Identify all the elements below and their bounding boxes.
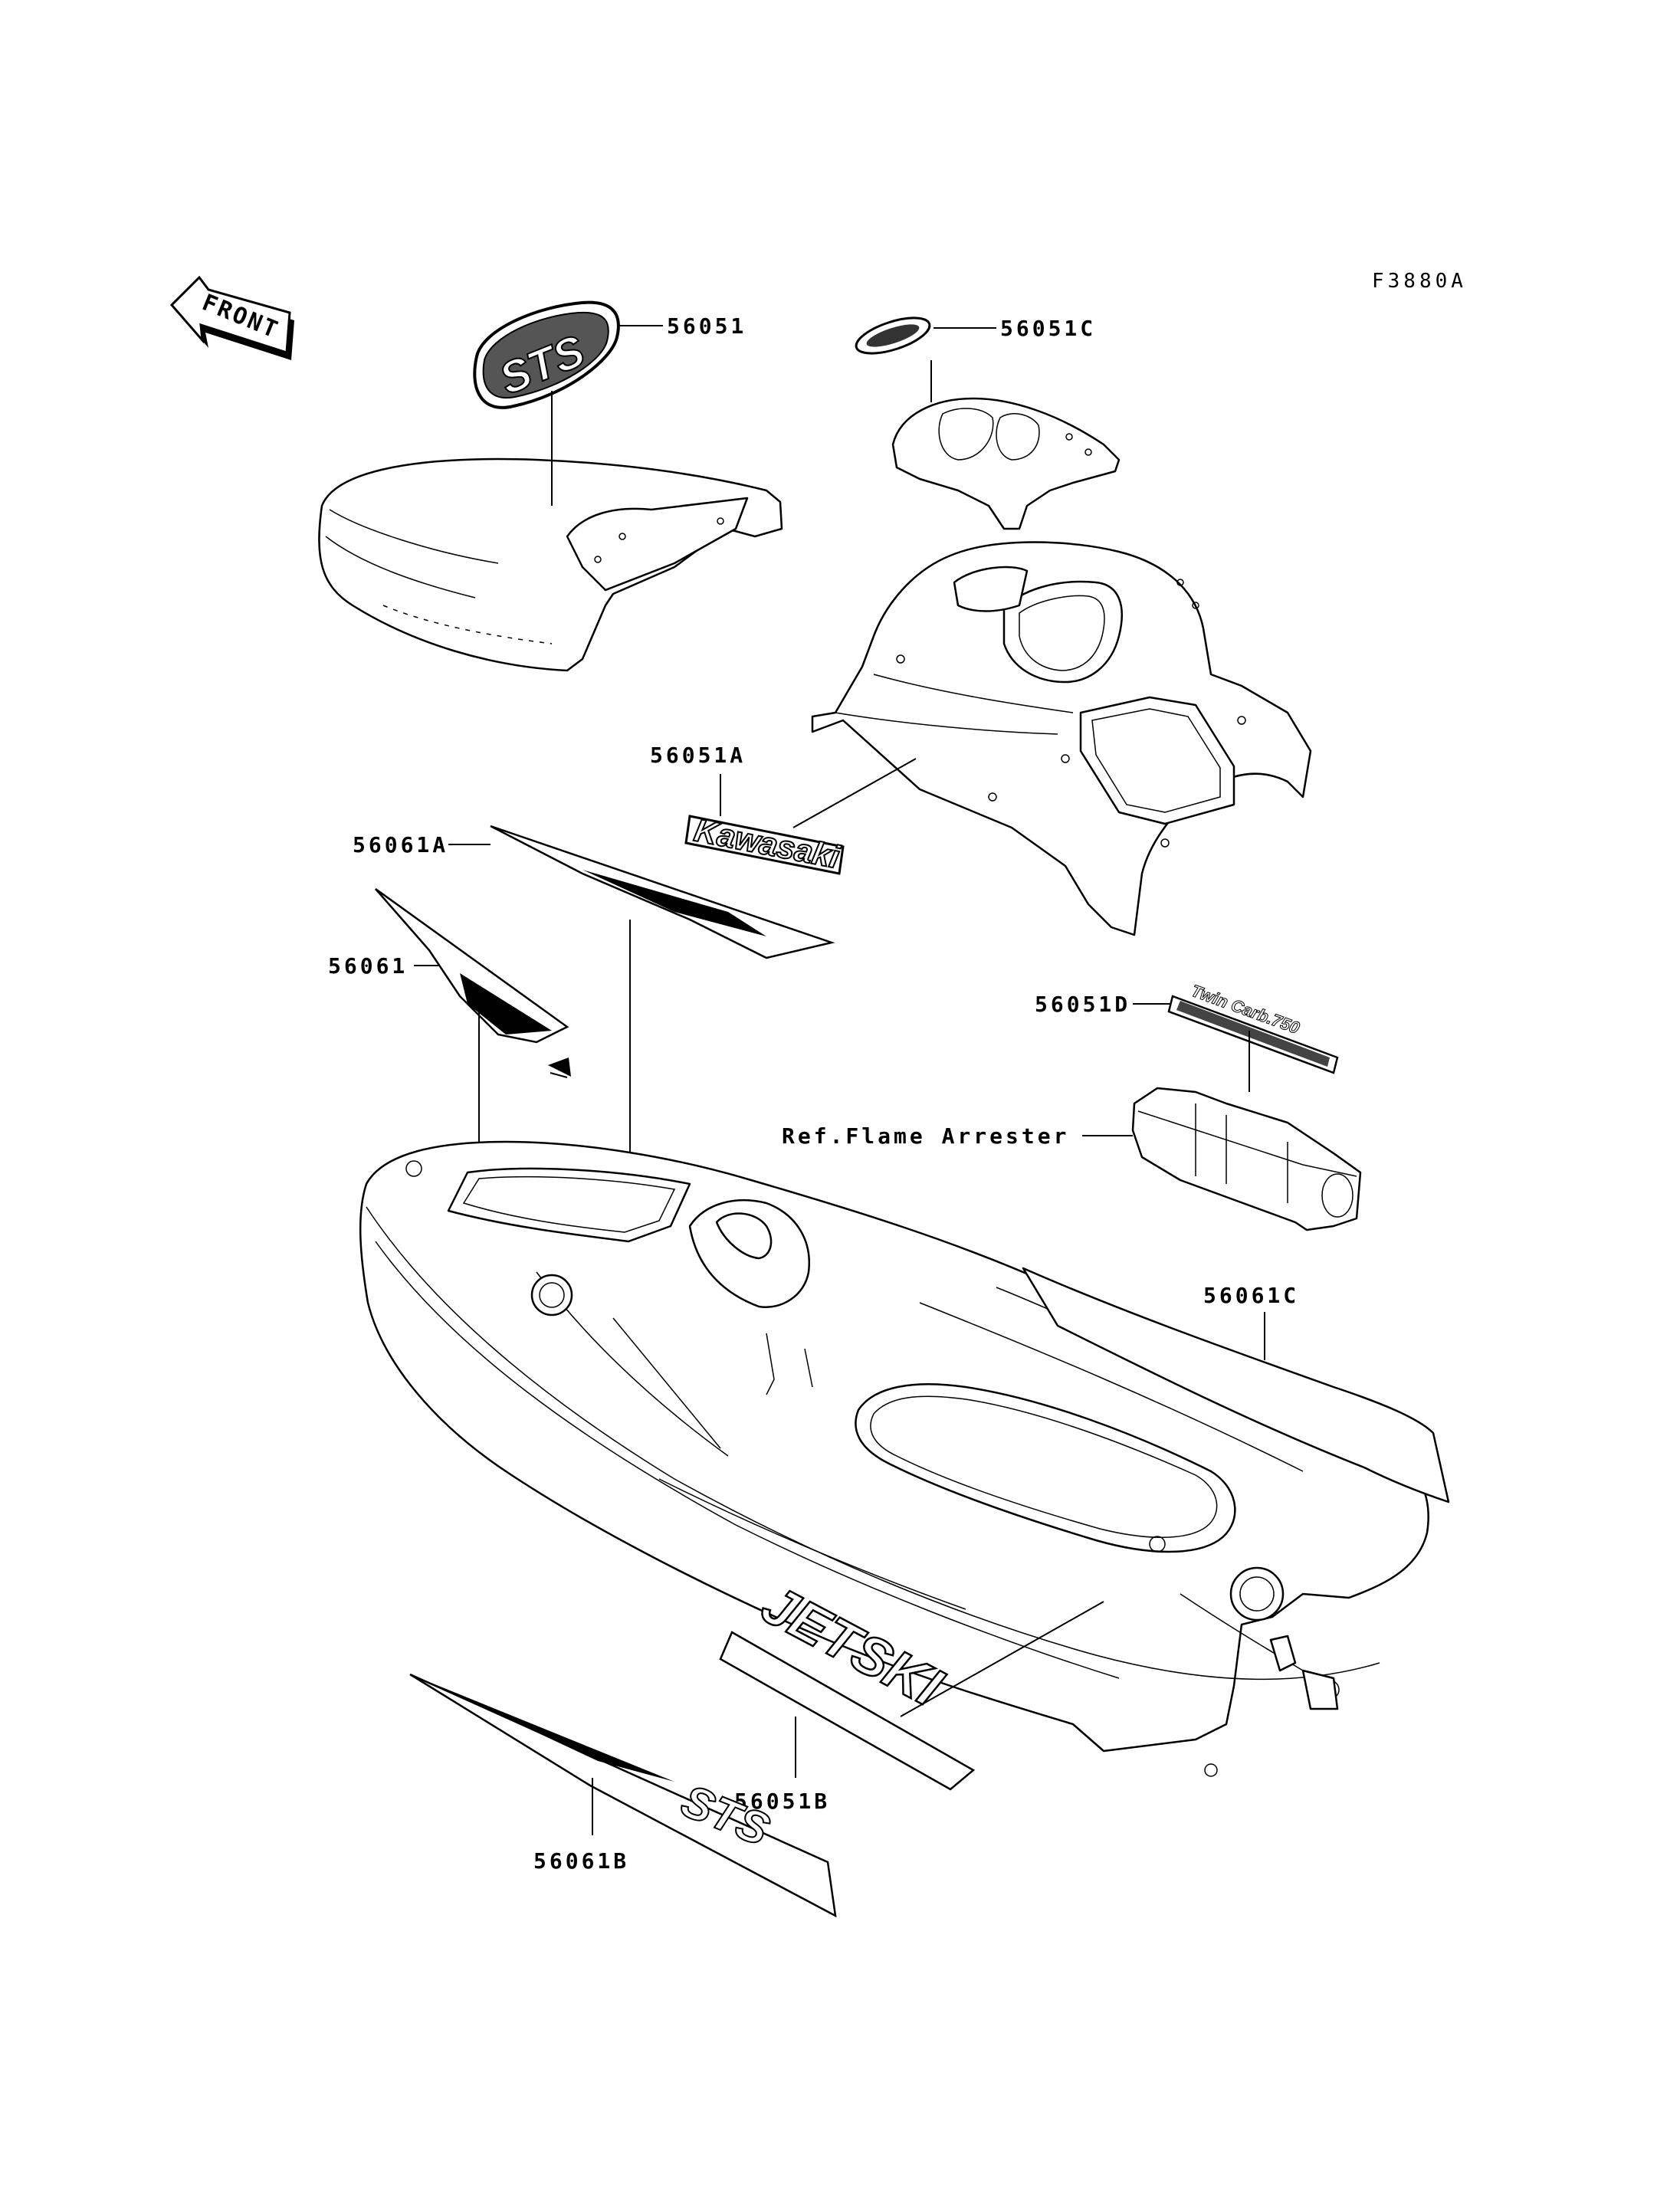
callout-56051: 56051 [667,313,746,339]
side-stripe-decal-56061c [1022,1267,1450,1503]
seat-part [318,457,783,672]
callout-56061a: 56061A [353,832,448,857]
callout-56051d: 56051D [1035,992,1130,1017]
twin-carb-decal: Twin Carb.750 [1167,980,1339,1074]
dash-cover-part [891,397,1121,530]
figure-code: F3880A [1372,270,1467,293]
flame-arrester-part [1131,1087,1362,1231]
stripe-decal-56061a [490,825,835,959]
callout-56051c: 56051C [1000,316,1096,341]
stripe-decal-56061 [375,887,571,1078]
small-oval-decal [855,316,931,355]
sts-oval-decal: STS [473,300,620,409]
callout-56061c: 56061C [1203,1283,1299,1308]
kawasaki-text: Kawasaki [691,812,843,875]
callout-56051a: 56051A [650,743,746,768]
callout-56061b: 56061B [533,1848,629,1874]
callout-ref-flame-arrester: Ref.Flame Arrester [782,1123,1069,1149]
upper-deck-part [811,541,1312,936]
callout-56051b: 56051B [734,1789,830,1814]
kawasaki-decal: Kawasaki [684,811,845,876]
callout-56061: 56061 [328,953,408,979]
front-arrow-icon: FRONT [169,275,294,360]
hull-part [359,1140,1429,1777]
